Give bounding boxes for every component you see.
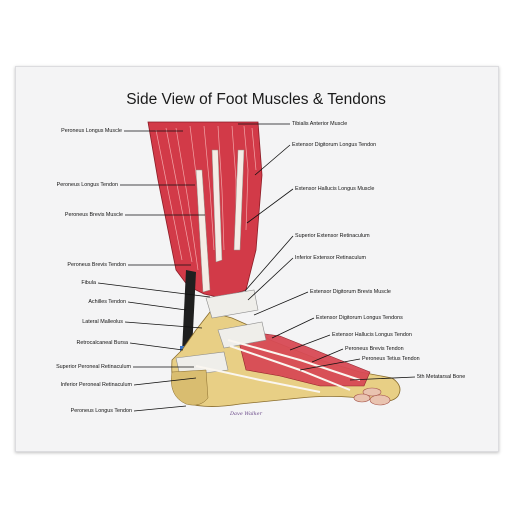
label-extensor-hallucis-longus-muscle: Extensor Hallucis Longus Muscle [295, 186, 375, 192]
label-tibialis-anterior-muscle: Tibialis Anterior Muscle [292, 121, 348, 127]
achilles-tendon-shape [182, 270, 196, 352]
artist-signature: Dave Walker [230, 411, 263, 417]
label-peroneus-brevis-tendon: Peroneus Brevis Tendon [67, 262, 126, 268]
label-fibula: Fibula [81, 280, 96, 286]
label-retrocalcaneal-bursa: Retrocalcaneal Bursa [76, 340, 128, 346]
label-peroneus-brevis-tendon-right: Peroneus Brevis Tendon [345, 346, 404, 352]
toes [353, 387, 391, 406]
label-extensor-digitorum-brevis-muscle: Extensor Digitorum Brevis Muscle [310, 289, 391, 295]
leader-lines [97, 123, 416, 412]
label-lateral-malleolus: Lateral Malleolus [82, 319, 123, 325]
heel [171, 369, 209, 406]
label-inferior-peroneal-retinaculum: Inferior Peroneal Retinaculum [60, 382, 132, 388]
diagram-title: Side View of Foot Muscles & Tendons [126, 91, 386, 108]
label-superior-peroneal-retinaculum: Superior Peroneal Retinaculum [56, 364, 131, 370]
label-peroneus-brevis-muscle: Peroneus Brevis Muscle [64, 212, 123, 218]
leg-tendons [195, 149, 245, 293]
label-extensor-digitorum-longus-tendon: Extensor Digitorum Longus Tendon [292, 142, 377, 148]
label-peroneus-tetius-tendon: Peroneus Tetius Tendon [362, 356, 420, 362]
label-extensor-digitorum-longus-tendons: Extensor Digitorum Longus Tendons [316, 315, 403, 321]
label-superior-extensor-retinaculum: Superior Extensor Retinaculum [295, 233, 370, 239]
label-achilles-tendon: Achilles Tendon [88, 299, 126, 305]
label-peroneus-longus-muscle: Peroneus Longus Muscle [61, 128, 122, 134]
lower-leg-muscles [147, 121, 263, 299]
label-peroneus-longus-tendon: Peroneus Longus Tendon [56, 182, 118, 188]
label-inferior-extensor-retinaculum: Inferior Extensor Retinaculum [295, 255, 367, 261]
label-peroneus-longus-tendon-lower: Peroneus Longus Tendon [70, 408, 132, 414]
label-extensor-hallucis-longus-tendon: Extensor Hallucis Longus Tendon [332, 332, 412, 338]
label-5th-metatarsal-bone: 5th Metatarsal Bone [417, 374, 466, 380]
